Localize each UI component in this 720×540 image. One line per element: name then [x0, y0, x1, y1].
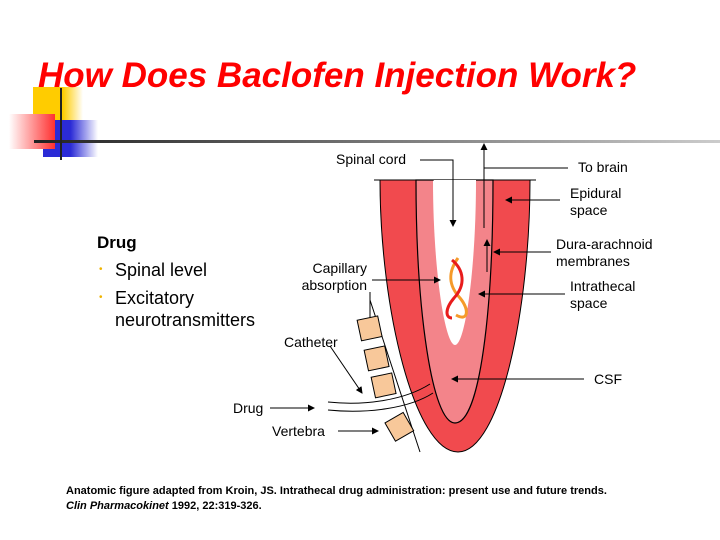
drug-helix-icon — [449, 257, 468, 319]
drug-helix-icon — [445, 258, 464, 320]
bullet-icon: • — [99, 264, 103, 275]
label-to-brain: To brain — [578, 159, 628, 175]
bullet-list: Drug •Spinal level •Excitatory neurotran… — [97, 233, 255, 337]
label-vertebra: Vertebra — [272, 423, 325, 439]
bullet-item: •Excitatory — [99, 288, 195, 308]
journal-name: Clin Pharmacokinet — [66, 500, 169, 512]
label-csf: CSF — [594, 371, 622, 387]
vertebra-icon — [356, 315, 415, 442]
label-capillary: absorption — [302, 277, 367, 293]
label-intrathecal: space — [570, 295, 608, 311]
label-spinal-cord: Spinal cord — [336, 151, 406, 167]
bullet-icon: • — [99, 292, 103, 303]
label-capillary: Capillary — [313, 260, 367, 276]
catheter — [327, 383, 431, 404]
label-epidural: Epidural — [570, 185, 621, 201]
label-intrathecal: Intrathecal — [570, 278, 635, 294]
slide-title: How Does Baclofen Injection Work? — [38, 56, 637, 95]
label-dura: membranes — [556, 253, 630, 269]
label-drug: Drug — [233, 400, 263, 416]
label-dura: Dura-arachnoid — [556, 236, 653, 252]
label-epidural: space — [570, 202, 608, 218]
label-catheter: Catheter — [284, 334, 338, 350]
bullet-heading: Drug — [97, 233, 137, 252]
citation-caption: Anatomic figure adapted from Kroin, JS. … — [66, 485, 607, 512]
bullet-item-continuation: neurotransmitters — [115, 310, 256, 330]
catheter — [327, 392, 434, 412]
title-decoration — [9, 87, 720, 160]
bullet-item: •Spinal level — [99, 260, 208, 280]
